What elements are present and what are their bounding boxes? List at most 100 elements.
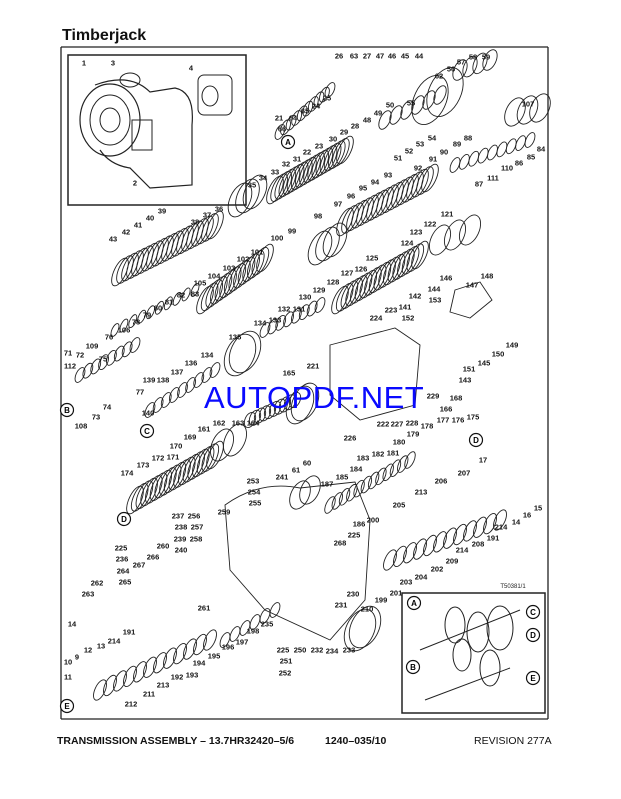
callout-84: 84	[537, 145, 546, 154]
callout-124: 124	[401, 239, 414, 248]
callout-72: 72	[76, 351, 84, 360]
callout-153: 153	[429, 296, 442, 305]
callout-135: 135	[229, 333, 242, 342]
callout-88: 88	[464, 134, 472, 143]
callout-134: 134	[201, 351, 214, 360]
callout-4: 4	[189, 64, 194, 73]
clutch-pack-93	[336, 163, 439, 237]
callout-192: 192	[171, 673, 184, 682]
callout-97: 97	[334, 200, 342, 209]
shaft-b-parts	[74, 337, 141, 383]
callout-259: 259	[218, 508, 231, 517]
callout-210: 210	[361, 605, 374, 614]
callout-209: 209	[446, 557, 459, 566]
callout-17: 17	[479, 456, 487, 465]
callout-185: 185	[336, 473, 349, 482]
callout-206: 206	[435, 477, 448, 486]
callout-202: 202	[431, 565, 444, 574]
callout-139: 139	[143, 376, 156, 385]
callout-140: 140	[142, 409, 155, 418]
callout-173: 173	[137, 461, 150, 470]
drum-35	[227, 174, 268, 218]
callout-61: 61	[292, 466, 300, 475]
callout-201: 201	[390, 589, 403, 598]
callout-108: 108	[75, 422, 88, 431]
callout-191: 191	[123, 628, 136, 637]
callout-187: 187	[321, 480, 334, 489]
callout-204: 204	[415, 573, 428, 582]
view-reference-letter: A	[285, 138, 291, 147]
clutch-pack-101	[196, 243, 274, 315]
footer-assembly-title: TRANSMISSION ASSEMBLY – 13.7HR32420–5/6	[57, 735, 295, 747]
view-reference-b: B	[405, 659, 421, 675]
callout-3: 3	[111, 59, 115, 68]
callout-223: 223	[385, 306, 398, 315]
view-reference-d: D	[525, 627, 541, 643]
view-reference-letter: B	[64, 406, 70, 415]
callout-36: 36	[215, 205, 223, 214]
callout-122: 122	[424, 220, 437, 229]
callout-107: 107	[522, 100, 535, 109]
callout-49: 49	[374, 109, 382, 118]
callout-54: 54	[428, 134, 437, 143]
callout-32: 32	[282, 160, 290, 169]
gear-62	[411, 67, 464, 125]
view-reference-letter: B	[410, 663, 416, 672]
callout-111: 111	[487, 174, 499, 183]
callout-191: 191	[487, 534, 500, 543]
callout-234: 234	[326, 647, 339, 656]
callout-64: 64	[289, 114, 298, 123]
callout-230: 230	[347, 590, 360, 599]
callout-73: 73	[92, 413, 100, 422]
callout-195: 195	[208, 652, 221, 661]
callout-43: 43	[109, 235, 117, 244]
callout-250: 250	[294, 646, 307, 655]
callout-162: 162	[213, 419, 226, 428]
callout-179: 179	[407, 430, 420, 439]
callout-181: 181	[387, 449, 400, 458]
callout-252: 252	[279, 669, 292, 678]
callout-208: 208	[472, 540, 485, 549]
callout-165: 165	[283, 369, 296, 378]
page-title: Timberjack	[62, 27, 147, 44]
callout-196: 196	[222, 643, 235, 652]
callout-142: 142	[409, 292, 422, 301]
callout-174: 174	[121, 469, 134, 478]
callout-268: 268	[334, 539, 347, 548]
callout-25: 25	[323, 94, 331, 103]
callout-65: 65	[301, 107, 309, 116]
drum-121	[428, 214, 482, 256]
gear-135	[223, 330, 262, 377]
callout-226: 226	[344, 434, 357, 443]
callout-28: 28	[351, 122, 359, 131]
callout-212: 212	[125, 700, 138, 709]
callout-38: 38	[191, 218, 199, 227]
footer-page-ref: 1240–035/10	[325, 735, 387, 747]
callout-85: 85	[527, 153, 535, 162]
bearing-56-59	[452, 49, 498, 81]
callout-46: 46	[388, 52, 396, 61]
callout-225: 225	[348, 531, 361, 540]
callout-255: 255	[249, 499, 262, 508]
callout-99: 99	[288, 227, 296, 236]
callout-45: 45	[401, 52, 409, 61]
callout-78: 78	[132, 318, 140, 327]
callout-90: 90	[440, 148, 448, 157]
callout-13: 13	[97, 642, 105, 651]
callout-172: 172	[152, 454, 165, 463]
parts-drawings	[74, 49, 551, 701]
callout-175: 175	[467, 413, 480, 422]
callout-14: 14	[512, 518, 521, 527]
shaft-235	[219, 602, 281, 648]
callout-163: 163	[232, 419, 245, 428]
callout-126: 126	[355, 265, 368, 274]
callout-263: 263	[82, 590, 95, 599]
callout-130: 130	[299, 293, 312, 302]
callout-75: 75	[99, 355, 107, 364]
callout-128: 128	[327, 278, 340, 287]
callout-199: 199	[375, 596, 388, 605]
callout-60: 60	[303, 459, 311, 468]
callout-79: 79	[143, 311, 151, 320]
callout-1: 1	[82, 59, 86, 68]
drum-98	[307, 222, 348, 266]
